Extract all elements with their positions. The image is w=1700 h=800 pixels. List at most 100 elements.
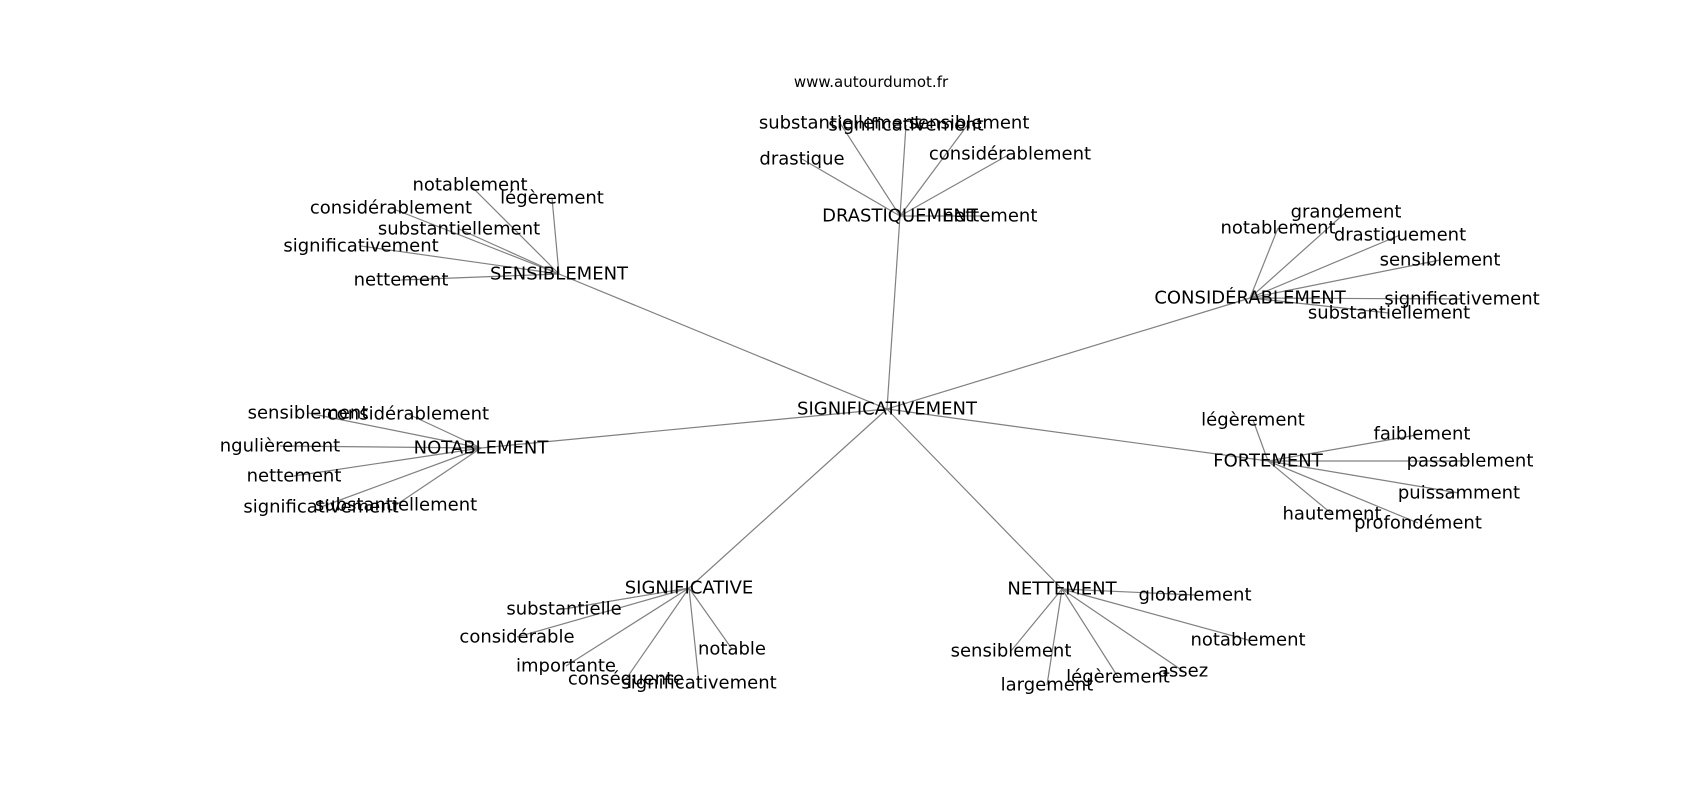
edge-fortement-puissamment — [1267, 460, 1460, 494]
leaf-node-significativement[interactable]: significativement — [283, 236, 438, 257]
leaf-node-faiblement[interactable]: faiblement — [1374, 424, 1471, 445]
leaf-node-substantiellement[interactable]: substantiellement — [759, 113, 921, 134]
edge-significative-significativement — [688, 587, 700, 684]
edge-nettement-globalement — [1061, 588, 1196, 596]
edge-center-nettement — [886, 408, 1063, 590]
leaf-node-substantiellement[interactable]: substantiellement — [315, 495, 477, 516]
leaf-node-considerablement[interactable]: considérablement — [310, 198, 472, 219]
leaf-node-substantiellement[interactable]: substantiellement — [378, 219, 540, 240]
leaf-node-largement[interactable]: largement — [1001, 675, 1094, 696]
leaf-node-profondement[interactable]: profondément — [1354, 513, 1482, 534]
hub-node-fortement[interactable]: FORTEMENT — [1213, 451, 1323, 472]
edge-drastiquement-drastique — [801, 158, 901, 217]
edge-layer — [279, 122, 1470, 686]
edge-fortement-profondement — [1267, 460, 1419, 524]
edge-notablement-nettement — [293, 447, 482, 477]
edge-notablement-sensiblement — [307, 412, 482, 449]
edge-considerablement-notablement — [1249, 227, 1279, 299]
edge-fortement-legerement — [1252, 419, 1269, 462]
edge-drastiquement-significativement — [899, 124, 907, 217]
hub-node-notablement[interactable]: NOTABLEMENT — [414, 438, 550, 459]
edge-significative-substantielle — [563, 587, 690, 610]
edge-considerablement-sensiblement — [1249, 259, 1441, 299]
edge-nettement-legerement — [1061, 588, 1119, 678]
hub-node-significative[interactable]: SIGNIFICATIVE — [625, 578, 754, 599]
leaf-node-substantielle[interactable]: substantielle — [506, 599, 621, 620]
leaf-node-legerement[interactable]: légèrement — [500, 188, 604, 209]
edge-notablement-ngulierement — [279, 445, 482, 449]
leaf-node-puissamment[interactable]: puissamment — [1398, 483, 1520, 504]
leaf-node-importante[interactable]: importante — [516, 656, 616, 677]
leaf-node-sensiblement[interactable]: sensiblement — [951, 641, 1072, 662]
leaf-node-legerement[interactable]: légèrement — [1066, 667, 1170, 688]
site-watermark: www.autourdumot.fr — [793, 73, 949, 91]
edge-considerablement-drastiquement — [1249, 234, 1401, 299]
leaf-node-drastique[interactable]: drastique — [759, 149, 844, 170]
edge-sensiblement-legerement — [551, 197, 560, 275]
edge-center-notablement — [480, 408, 888, 449]
edge-fortement-faiblement — [1267, 433, 1423, 462]
leaf-node-legerement[interactable]: légèrement — [1201, 410, 1305, 431]
leaf-node-sensiblement[interactable]: sensiblement — [909, 113, 1030, 134]
leaf-node-considerablement[interactable]: considérablement — [929, 144, 1091, 165]
edge-considerablement-grandement — [1249, 211, 1347, 299]
edge-significative-notable — [688, 587, 733, 650]
leaf-node-passablement[interactable]: passablement — [1407, 451, 1534, 472]
label-layer: SIGNIFICATIVEMENT DRASTIQUEMENT substantie… — [220, 113, 1540, 696]
edge-center-sensiblement — [558, 273, 888, 410]
edge-notablement-significativement — [320, 447, 482, 508]
edge-nettement-assez — [1061, 588, 1184, 672]
hub-node-sensiblement[interactable]: SENSIBLEMENT — [490, 264, 629, 285]
edge-center-significative — [688, 408, 888, 589]
edge-nettement-sensiblement — [1010, 588, 1063, 652]
leaf-node-drastiquement[interactable]: drastiquement — [1334, 225, 1466, 246]
edge-sensiblement-considerablement — [390, 207, 560, 275]
leaf-node-nettement[interactable]: nettement — [943, 206, 1038, 227]
edge-considerablement-substantiellement — [1249, 297, 1390, 314]
leaf-node-ngulierement[interactable]: ngulièrement — [220, 436, 340, 457]
edge-significative-considerable — [516, 587, 690, 638]
leaf-node-considerable[interactable]: considérable — [459, 627, 574, 648]
leaf-node-assez[interactable]: assez — [1158, 661, 1208, 682]
edge-center-fortement — [886, 408, 1269, 462]
leaf-node-sensiblement[interactable]: sensiblement — [1380, 250, 1501, 271]
leaf-node-notable[interactable]: notable — [698, 639, 766, 660]
edge-drastiquement-considerablement — [899, 153, 1011, 217]
leaf-node-significativement[interactable]: significativement — [243, 497, 398, 518]
edge-center-drastiquement — [886, 215, 901, 410]
edge-considerablement-significativement — [1249, 297, 1463, 300]
hub-node-drastiquement[interactable]: DRASTIQUEMENT — [822, 206, 979, 227]
edge-sensiblement-significativement — [360, 245, 560, 275]
leaf-node-nettement[interactable]: nettement — [247, 466, 342, 487]
center-node-label[interactable]: SIGNIFICATIVEMENT — [797, 399, 978, 420]
hub-node-nettement[interactable]: NETTEMENT — [1007, 579, 1117, 600]
hub-node-considerablement[interactable]: CONSIDÉRABLEMENT — [1154, 287, 1346, 309]
edge-center-considerablement — [886, 297, 1251, 410]
leaf-node-sensiblement[interactable]: sensiblement — [248, 403, 369, 424]
edge-notablement-considerablement — [407, 413, 482, 449]
leaf-node-hautement[interactable]: hautement — [1282, 504, 1381, 525]
leaf-node-substantiellement[interactable]: substantiellement — [1308, 303, 1470, 324]
leaf-node-nettement[interactable]: nettement — [354, 270, 449, 291]
leaf-node-significativement[interactable]: significativement — [621, 673, 776, 694]
leaf-node-significativement[interactable]: significativement — [1384, 289, 1539, 310]
edge-significative-importante — [565, 587, 690, 667]
leaf-node-notablement[interactable]: notablement — [1190, 630, 1305, 651]
edge-sensiblement-notablement — [469, 184, 560, 275]
leaf-node-notablement[interactable]: notablement — [412, 175, 527, 196]
leaf-node-grandement[interactable]: grandement — [1291, 202, 1402, 223]
edge-significative-consequente — [625, 587, 690, 680]
edge-sensiblement-substantiellement — [458, 228, 560, 275]
leaf-node-consequente[interactable]: conséquente — [568, 669, 684, 690]
edge-notablement-substantiellement — [395, 447, 482, 506]
edge-sensiblement-nettement — [400, 273, 560, 281]
edge-drastiquement-substantiellement — [839, 122, 901, 217]
edge-nettement-notablement — [1061, 588, 1249, 641]
leaf-node-notablement[interactable]: notablement — [1220, 218, 1335, 239]
edge-nettement-largement — [1046, 588, 1063, 686]
edge-fortement-hautement — [1267, 460, 1333, 515]
leaf-node-significativement[interactable]: significativement — [828, 115, 983, 136]
leaf-node-globalement[interactable]: globalement — [1138, 585, 1251, 606]
leaf-node-considerablement[interactable]: considérablement — [327, 404, 489, 425]
